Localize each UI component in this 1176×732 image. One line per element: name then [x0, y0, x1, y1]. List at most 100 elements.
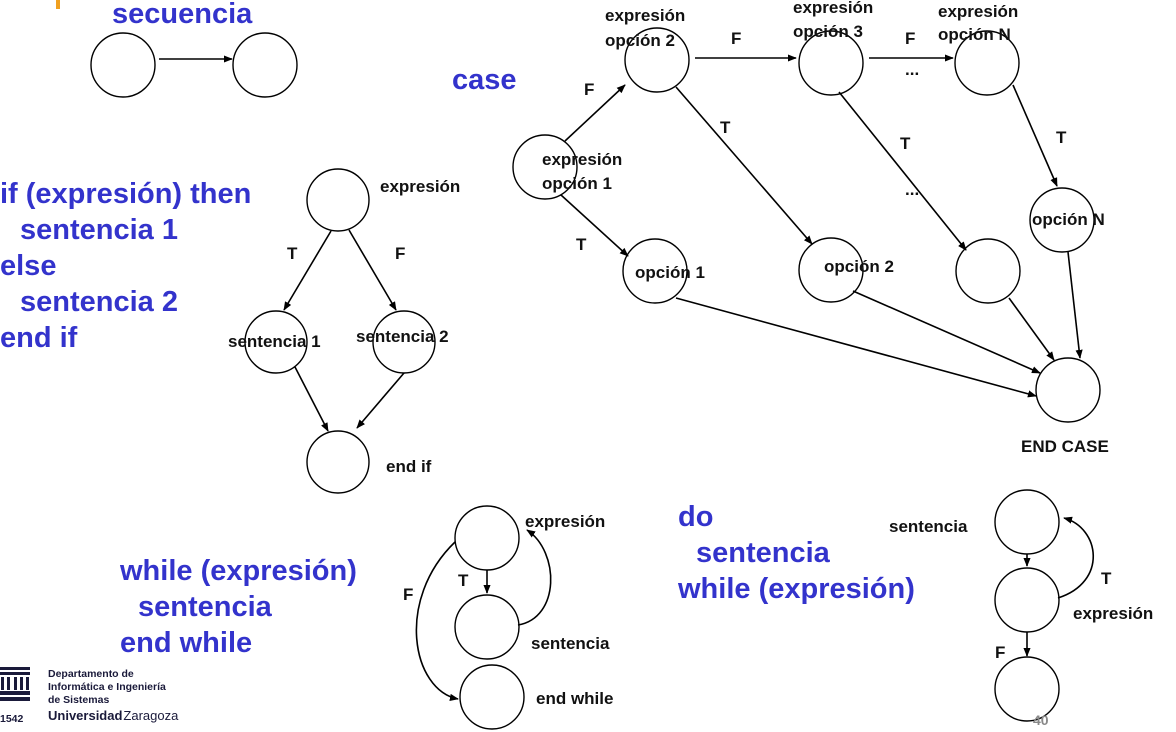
if-code-line-2: sentencia 1 [20, 214, 178, 246]
case-edge-expr1-option1 [560, 194, 629, 257]
if-sentence1-label: sentencia 1 [228, 332, 321, 351]
case-option3-node [955, 238, 1021, 304]
logo-university-city: Zaragoza [123, 708, 179, 723]
if-end-node [306, 430, 370, 494]
case-option2-label: opción 2 [824, 257, 894, 276]
while-expression-label: expresión [525, 512, 605, 531]
logo-university: UniversidadZaragoza [48, 708, 179, 723]
case-end-node [1035, 357, 1101, 423]
case-exprN-label-2: opción N [938, 25, 1011, 44]
logo-university-bold: Universidad [48, 708, 122, 723]
if-expression-node [306, 168, 370, 232]
case-edge-option3-end [1008, 297, 1055, 361]
do-sentence-label: sentencia [889, 517, 968, 536]
while-loop-edge [517, 529, 552, 626]
case-false-label-1: F [584, 80, 594, 99]
if-true-edge [283, 230, 332, 311]
if-false-edge [348, 229, 397, 311]
page-number: 40 [1033, 712, 1049, 728]
if-false-label: F [395, 244, 405, 263]
do-code-line-2: sentencia [696, 537, 831, 569]
do-loop-edge [1057, 516, 1094, 599]
while-end-label: end while [536, 689, 613, 708]
logo-year: 1542 [0, 713, 24, 725]
if-code-line-4: sentencia 2 [20, 286, 178, 318]
if-code-line-3: else [0, 250, 56, 282]
case-exprN-node [954, 30, 1020, 96]
case-false-label-3: F [905, 29, 915, 48]
do-expression-label: expresión [1073, 604, 1153, 623]
case-optionN-label: opción N [1032, 210, 1105, 229]
while-end-node [459, 664, 525, 730]
if-join-edge-1 [294, 366, 329, 432]
do-end-node [994, 656, 1060, 722]
if-code-line-5: end if [0, 322, 78, 354]
while-expression-node [454, 505, 520, 571]
case-edge-expr3-option3 [838, 91, 967, 251]
case-expr2-label-2: opción 2 [605, 31, 675, 50]
accent-mark [56, 0, 60, 9]
if-join-edge-2 [356, 372, 405, 429]
logo-dept-line-1: Departamento de [48, 668, 134, 680]
if-sentence1-node [244, 310, 308, 374]
case-title: case [452, 64, 517, 96]
while-true-label: T [458, 571, 469, 590]
case-edge-expr2-option2 [675, 86, 813, 245]
do-code-line-1: do [678, 501, 713, 533]
if-true-label: T [287, 244, 298, 263]
case-option1-label: opción 1 [635, 263, 705, 282]
case-option2-node [798, 237, 864, 303]
university-logo: 1542 Departamento de Informática e Ingen… [0, 667, 179, 725]
do-expression-node [994, 567, 1060, 633]
case-ellipsis-2: ... [905, 180, 919, 199]
if-expression-label: expresión [380, 177, 460, 196]
case-expr1-node [512, 134, 578, 200]
case-option1-node [622, 238, 688, 304]
while-sentence-node [454, 594, 520, 660]
if-code: if (expresión) then sentencia 1 else sen… [0, 178, 251, 354]
logo-dept-line-3: de Sistemas [48, 694, 109, 706]
case-expr1-label-1: expresión [542, 150, 622, 169]
if-sentence2-label: sentencia 2 [356, 327, 449, 346]
sequence-title: secuencia [112, 0, 253, 30]
while-sentence-label: sentencia [531, 634, 610, 653]
case-true-label-1: T [576, 235, 587, 254]
sequence-node-1 [90, 32, 156, 98]
case-expr2-label-1: expresión [605, 6, 685, 25]
do-false-label: F [995, 643, 1005, 662]
building-icon [0, 667, 30, 701]
case-ellipsis-1: ... [905, 60, 919, 79]
do-true-label: T [1101, 569, 1112, 588]
case-edge-option1-end [675, 297, 1037, 398]
do-code: do sentencia while (expresión) [677, 501, 915, 605]
case-optionN-node [1029, 187, 1095, 253]
case-true-label-N: T [1056, 128, 1067, 147]
case-true-label-3: T [900, 134, 911, 153]
case-false-label-2: F [731, 29, 741, 48]
do-sentence-node [994, 489, 1060, 555]
case-expr2-node [624, 27, 690, 93]
while-false-edge [415, 541, 459, 701]
case-expr1-label-2: opción 1 [542, 174, 612, 193]
case-expr3-label-1: expresión [793, 0, 873, 17]
case-expr3-node [798, 30, 864, 96]
case-edge-exprN-optionN [1012, 84, 1058, 187]
while-code-line-2: sentencia [138, 591, 273, 623]
if-code-line-1: if (expresión) then [0, 178, 251, 210]
case-expr3-label-2: opción 3 [793, 22, 863, 41]
case-edge-expr1-expr2 [564, 84, 626, 142]
case-true-label-2: T [720, 118, 731, 137]
while-code: while (expresión) sentencia end while [119, 555, 357, 659]
while-code-line-1: while (expresión) [119, 555, 357, 587]
do-code-line-3: while (expresión) [677, 573, 915, 605]
case-edge-option2-end [852, 290, 1041, 374]
while-code-line-3: end while [120, 627, 252, 659]
case-end-label: END CASE [1021, 437, 1109, 456]
logo-dept-line-2: Informática e Ingeniería [48, 681, 166, 693]
if-end-label: end if [386, 457, 432, 476]
case-exprN-label-1: expresión [938, 2, 1018, 21]
sequence-node-2 [232, 32, 298, 98]
case-edge-optionN-end [1067, 251, 1083, 359]
while-false-label: F [403, 585, 413, 604]
